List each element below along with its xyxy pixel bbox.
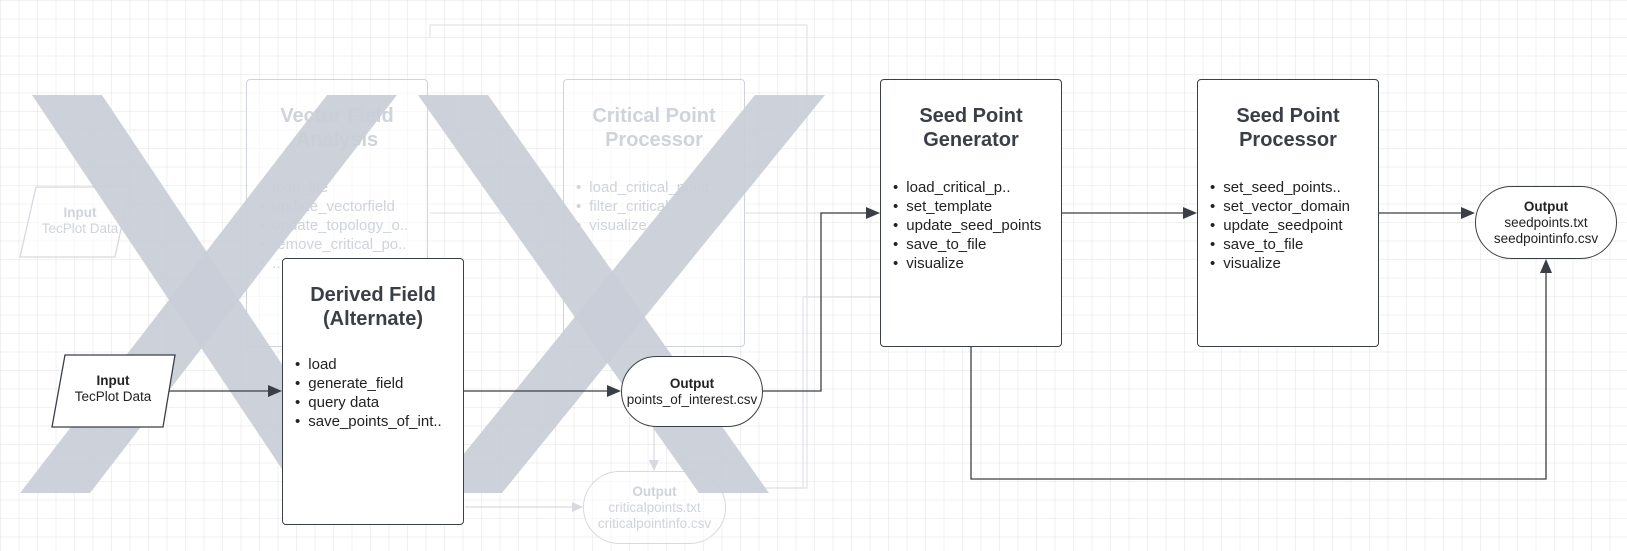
vector-field-item: remove_critical_po.. <box>259 235 427 254</box>
output-points-of-interest[interactable]: Output points_of_interest.csv <box>621 356 763 427</box>
output-seed-line: seedpoints.txt <box>1504 214 1588 230</box>
input-faded-sub: TecPlot Data <box>41 221 119 236</box>
vector-field-item: update_topology_o.. <box>259 216 427 235</box>
critical-point-item: visualize <box>576 216 744 235</box>
arrowhead <box>1183 207 1197 219</box>
arrowhead <box>1540 259 1552 273</box>
derived-field-item: load <box>295 355 463 374</box>
output-critical-title: Output <box>632 483 677 499</box>
output-seed-title: Output <box>1523 198 1569 214</box>
seed-generator-item: load_critical_p.. <box>893 178 1061 197</box>
output-seed-line: seedpointinfo.csv <box>1493 230 1599 246</box>
seed-point-processor-box[interactable]: Seed Point Processor set_seed_points.. s… <box>1197 79 1379 347</box>
derived-field-item: save_points_of_int.. <box>295 412 463 431</box>
seed-generator-item: visualize <box>893 254 1061 273</box>
seed-processor-item: visualize <box>1210 254 1378 273</box>
seed-processor-item: save_to_file <box>1210 235 1378 254</box>
seed-processor-item: set_seed_points.. <box>1210 178 1378 197</box>
seed-point-generator-box[interactable]: Seed Point Generator load_critical_p.. s… <box>880 79 1062 347</box>
arrowhead <box>268 385 282 397</box>
seed-generator-item: set_template <box>893 197 1061 216</box>
input-sub: TecPlot Data <box>74 389 152 404</box>
derived-field-item: query data <box>295 393 463 412</box>
faded-connector <box>747 296 880 489</box>
arrowhead <box>607 385 621 397</box>
arrowhead <box>1461 207 1475 219</box>
output-poi-line: points_of_interest.csv <box>626 391 758 407</box>
derived-field-title: Derived Field (Alternate) <box>310 284 436 330</box>
input-title: Input <box>96 373 130 388</box>
connector-generator-to-output <box>970 271 1547 480</box>
vector-field-item: ... <box>259 254 427 273</box>
output-seed-points[interactable]: Output seedpoints.txt seedpointinfo.csv <box>1475 186 1617 259</box>
output-poi-title: Output <box>669 375 715 391</box>
derived-field-box[interactable]: Derived Field (Alternate) load generate_… <box>282 258 464 525</box>
seed-processor-item: update_seedpoint <box>1210 216 1378 235</box>
seed-processor-title: Seed Point Processor <box>1236 105 1340 151</box>
input-faded[interactable]: Input TecPlot Data <box>28 205 132 237</box>
faded-arrowhead <box>572 502 583 512</box>
critical-point-item: filter_critical <box>576 197 744 216</box>
seed-generator-item: save_to_file <box>893 235 1061 254</box>
seed-processor-item: set_vector_domain <box>1210 197 1378 216</box>
seed-generator-title: Seed Point Generator <box>919 105 1023 151</box>
connector-output-to-generator <box>763 212 868 392</box>
faded-arrowhead <box>649 460 659 471</box>
input-faded-title: Input <box>63 205 97 220</box>
seed-generator-item: update_seed_points <box>893 216 1061 235</box>
arrowhead <box>866 207 880 219</box>
input-node[interactable]: Input TecPlot Data <box>58 373 168 405</box>
output-critical-line: criticalpoints.txt <box>608 499 701 515</box>
output-critical-line: criticalpointinfo.csv <box>597 515 712 531</box>
critical-point-title: Critical Point Processor <box>592 105 716 151</box>
input-shape[interactable] <box>51 354 176 428</box>
derived-field-item: generate_field <box>295 374 463 393</box>
